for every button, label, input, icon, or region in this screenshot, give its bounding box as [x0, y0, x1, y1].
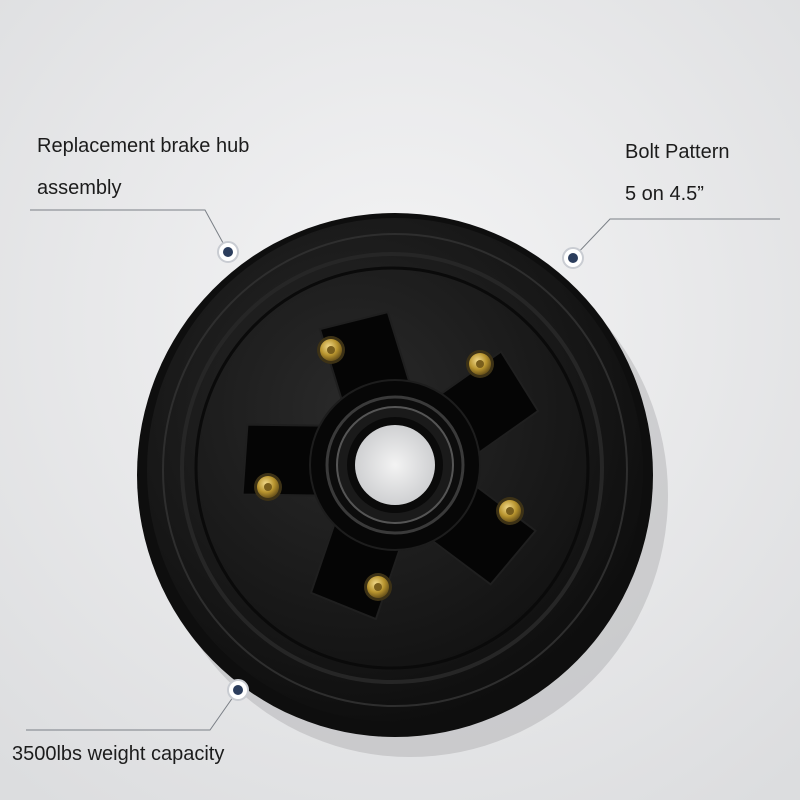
callout-leaders: [26, 209, 780, 731]
stud: [364, 573, 392, 601]
stud: [317, 336, 345, 364]
stud: [254, 473, 282, 501]
callout-hub-assembly: Replacement brake hub assembly: [37, 125, 249, 209]
center-bore: [355, 425, 435, 505]
callout-bolt-line1: Bolt Pattern: [625, 141, 730, 163]
wheel-studs: [254, 336, 524, 601]
callout-weight-line1: 3500lbs weight capacity: [12, 743, 225, 765]
callout-bolt-line2: 5 on 4.5”: [625, 183, 704, 205]
callout-hub-line1: Replacement brake hub: [37, 135, 250, 157]
stud: [496, 497, 524, 525]
callout-bolt-pattern: Bolt Pattern 5 on 4.5”: [625, 131, 730, 215]
callout-hub-line2: assembly: [37, 177, 122, 199]
marker-bolt: [562, 247, 584, 269]
hub-flange: [241, 310, 540, 621]
marker-hub: [217, 241, 239, 263]
marker-weight: [227, 679, 249, 701]
callout-weight-capacity: 3500lbs weight capacity: [12, 733, 224, 775]
stud: [466, 350, 494, 378]
